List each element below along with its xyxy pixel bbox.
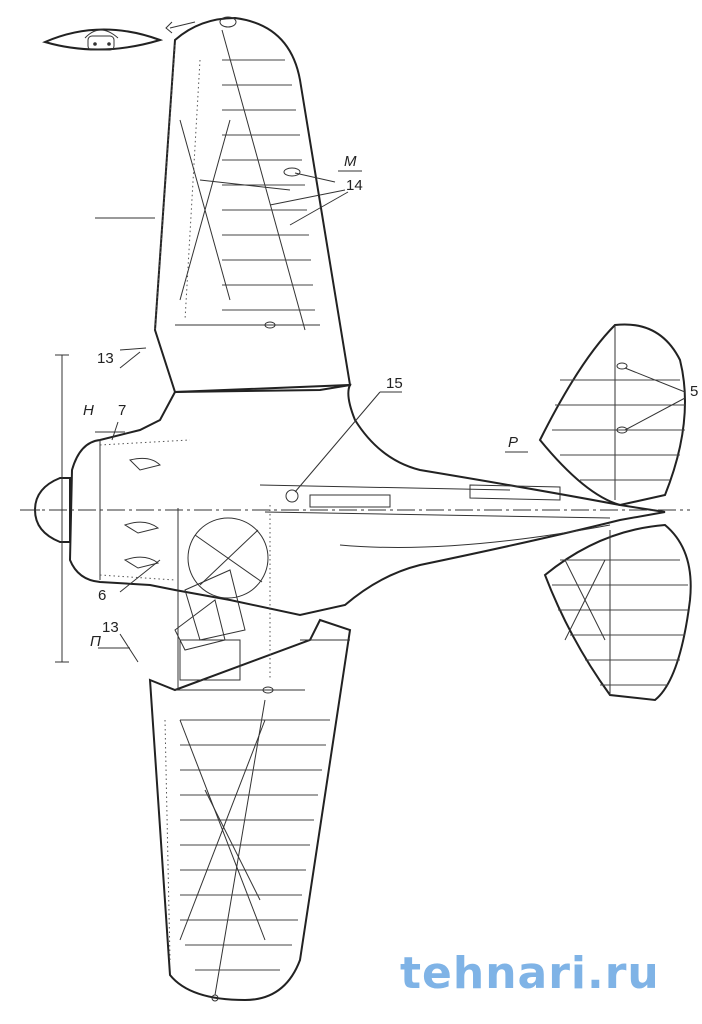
lower-wing <box>148 618 352 1002</box>
label-15: 15 <box>386 375 403 392</box>
callout-labels: М 14 13 Н 7 15 Р 5 6 13 П <box>83 153 698 650</box>
label-m: М <box>344 153 357 170</box>
label-14: 14 <box>346 177 363 194</box>
horizontal-tail-lower <box>543 523 692 702</box>
label-pi: П <box>90 633 101 650</box>
upper-wing <box>95 16 352 394</box>
label-p-cyrillic: Р <box>508 434 518 451</box>
label-7: 7 <box>118 402 126 419</box>
label-h: Н <box>83 402 94 419</box>
leader-lines <box>95 172 686 663</box>
label-13-top: 13 <box>97 350 114 367</box>
horizontal-tail-upper <box>538 323 686 507</box>
label-13-bottom: 13 <box>102 619 119 636</box>
upper-wing-ribs <box>222 59 315 311</box>
watermark: tehnari.ru <box>400 948 660 999</box>
lower-wing-ribs <box>180 719 330 971</box>
front-view-inset <box>42 28 164 51</box>
fuselage <box>30 383 666 690</box>
side-ruler <box>55 354 69 663</box>
label-5: 5 <box>690 383 698 400</box>
label-6: 6 <box>98 587 106 604</box>
